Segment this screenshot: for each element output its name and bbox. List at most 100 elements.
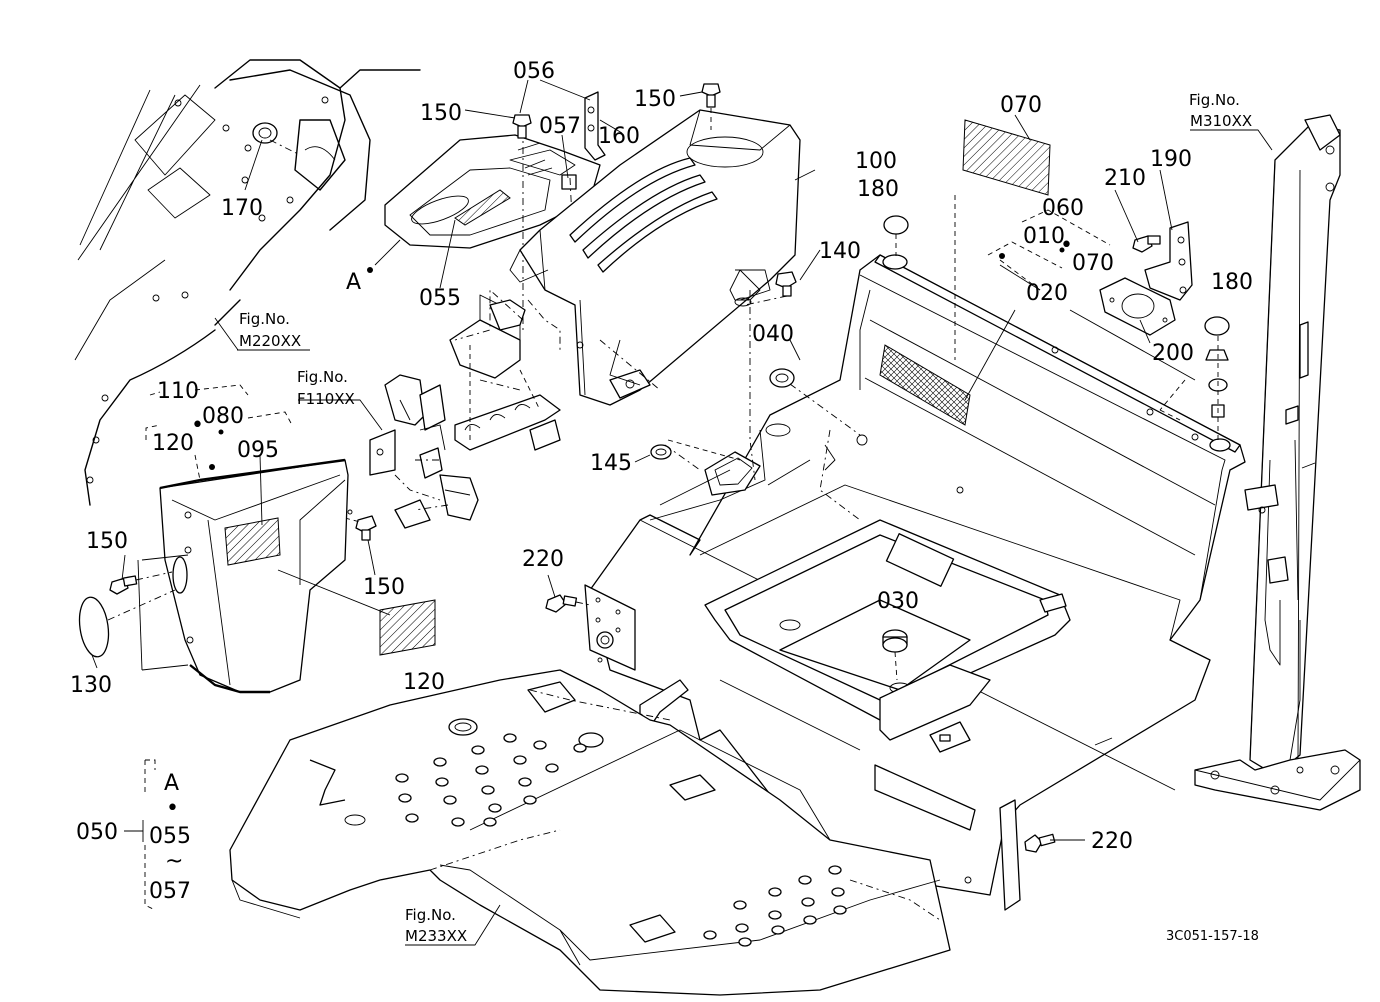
label-150-a: 150 bbox=[420, 101, 462, 126]
label-070: 070 bbox=[1000, 93, 1042, 118]
rops-post-background bbox=[1194, 114, 1361, 811]
part-180-cap-left bbox=[883, 215, 909, 256]
fig-f110-ref: F110XX bbox=[297, 390, 355, 408]
floor-hole bbox=[768, 887, 782, 897]
floor-hole bbox=[771, 925, 785, 935]
label-190: 190 bbox=[1150, 147, 1192, 172]
floor-hole bbox=[443, 795, 457, 805]
bolt-150-top-right bbox=[701, 83, 721, 130]
part-145-grommet bbox=[650, 439, 741, 461]
floor-hole bbox=[483, 817, 497, 827]
fig-m220-title: Fig.No. bbox=[239, 310, 290, 328]
label-010: 010 bbox=[1023, 224, 1065, 249]
leader-and-group-lines bbox=[394, 269, 1181, 521]
part-030-cap bbox=[882, 629, 908, 681]
label-200: 200 bbox=[1152, 341, 1194, 366]
floor-hole bbox=[523, 795, 537, 805]
fig-m220-ref: M220XX bbox=[239, 332, 301, 350]
part-100-lever-guide bbox=[509, 109, 801, 406]
label-030: 030 bbox=[877, 589, 919, 614]
label-056: 056 bbox=[513, 59, 555, 84]
bolt-220-right bbox=[1024, 833, 1056, 853]
part-170-nut bbox=[252, 122, 301, 156]
label-070-b: 070 bbox=[1072, 251, 1114, 276]
floor-hole bbox=[573, 743, 587, 753]
floor-hole bbox=[405, 813, 419, 823]
fig-f110-title: Fig.No. bbox=[297, 368, 348, 386]
label-dot-080: • bbox=[191, 413, 204, 438]
label-060: 060 bbox=[1042, 196, 1084, 221]
part-070-decal bbox=[954, 114, 1051, 360]
part-130-grommet bbox=[78, 589, 176, 658]
label-dots bbox=[209, 247, 1065, 470]
label-055: 055 bbox=[419, 286, 461, 311]
floor-hole bbox=[435, 777, 449, 787]
label-A-group: A bbox=[164, 771, 179, 796]
floor-hole bbox=[481, 785, 495, 795]
bolt-210 bbox=[1132, 235, 1161, 253]
floor-hole bbox=[738, 937, 752, 947]
part-120-decal bbox=[277, 569, 436, 656]
floor-hole bbox=[518, 777, 532, 787]
label-150-c: 150 bbox=[86, 529, 128, 554]
floor-hole bbox=[833, 905, 847, 915]
floor-plate-holes bbox=[395, 733, 847, 947]
label-150-b: 150 bbox=[634, 87, 676, 112]
label-180-b: 180 bbox=[1211, 270, 1253, 295]
label-057-group: 057 bbox=[149, 879, 191, 904]
bolt-140 bbox=[729, 269, 797, 307]
floor-hole bbox=[803, 915, 817, 925]
label-120-b: 120 bbox=[403, 670, 445, 695]
part-010-020-group-lines bbox=[999, 259, 1196, 411]
group-050-bracket bbox=[124, 820, 144, 842]
floor-hole bbox=[768, 910, 782, 920]
fig-m233-title: Fig.No. bbox=[405, 906, 456, 924]
label-120-a: 120 bbox=[152, 431, 194, 456]
floor-hole bbox=[533, 740, 547, 750]
label-170: 170 bbox=[221, 196, 263, 221]
floor-hole bbox=[471, 745, 485, 755]
label-055-group: 055 bbox=[149, 824, 191, 849]
floor-hole bbox=[828, 865, 842, 875]
part-180-cap-right bbox=[1204, 316, 1230, 440]
label-100: 100 bbox=[855, 149, 897, 174]
floor-hole bbox=[831, 887, 845, 897]
floor-hole bbox=[398, 793, 412, 803]
floor-hole bbox=[475, 765, 489, 775]
label-110: 110 bbox=[157, 379, 199, 404]
part-200-plate bbox=[1099, 277, 1176, 336]
floor-hole bbox=[703, 930, 717, 940]
floor-hole bbox=[451, 817, 465, 827]
label-A: A bbox=[346, 270, 361, 295]
label-tilde: ~ bbox=[165, 849, 183, 874]
bolt-150-top-left bbox=[512, 114, 532, 139]
label-150-d: 150 bbox=[363, 575, 405, 600]
label-dot-A: • bbox=[166, 796, 179, 821]
part-160-bracket bbox=[584, 91, 606, 161]
bolt-220-left bbox=[545, 594, 591, 613]
label-080: 080 bbox=[202, 404, 244, 429]
linkage-brackets bbox=[369, 294, 561, 529]
label-050: 050 bbox=[76, 820, 118, 845]
fig-m233-ref: M233XX bbox=[405, 927, 467, 945]
label-leaders bbox=[91, 79, 1273, 946]
fender-frame-background bbox=[74, 59, 421, 506]
label-140: 140 bbox=[819, 239, 861, 264]
label-020: 020 bbox=[1026, 281, 1068, 306]
label-220-a: 220 bbox=[522, 547, 564, 572]
label-040: 040 bbox=[752, 322, 794, 347]
floor-hole bbox=[545, 763, 559, 773]
group-brackets bbox=[144, 209, 1111, 911]
floor-hole bbox=[733, 900, 747, 910]
floor-hole bbox=[503, 733, 517, 743]
label-dot-010: • bbox=[1060, 233, 1073, 258]
part-190-bracket bbox=[1144, 221, 1193, 301]
fig-m310-title: Fig.No. bbox=[1189, 91, 1240, 109]
floor-hole bbox=[513, 755, 527, 765]
label-145: 145 bbox=[590, 451, 632, 476]
part-labels: 056 150 150 057 160 170 055 A 100 070 18… bbox=[70, 59, 1259, 945]
floor-hole bbox=[798, 875, 812, 885]
label-160: 160 bbox=[598, 124, 640, 149]
part-095-side-cover bbox=[159, 458, 353, 694]
